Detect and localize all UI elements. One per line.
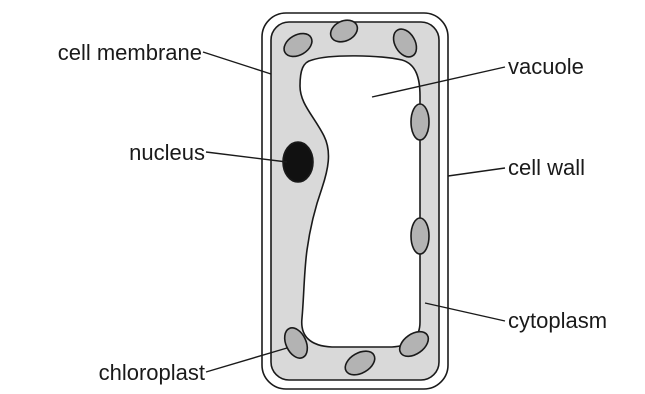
- leader-cell-membrane: [203, 52, 271, 74]
- leader-cell-wall: [448, 168, 505, 176]
- chloroplast: [411, 104, 429, 140]
- vacuole-shape: [300, 56, 420, 347]
- label-cell-wall: cell wall: [508, 155, 585, 180]
- chloroplast: [411, 218, 429, 254]
- nucleus-shape: [283, 142, 313, 182]
- label-cell-membrane: cell membrane: [58, 40, 202, 65]
- label-vacuole: vacuole: [508, 54, 584, 79]
- label-chloroplast: chloroplast: [99, 360, 205, 385]
- label-cytoplasm: cytoplasm: [508, 308, 607, 333]
- label-nucleus: nucleus: [129, 140, 205, 165]
